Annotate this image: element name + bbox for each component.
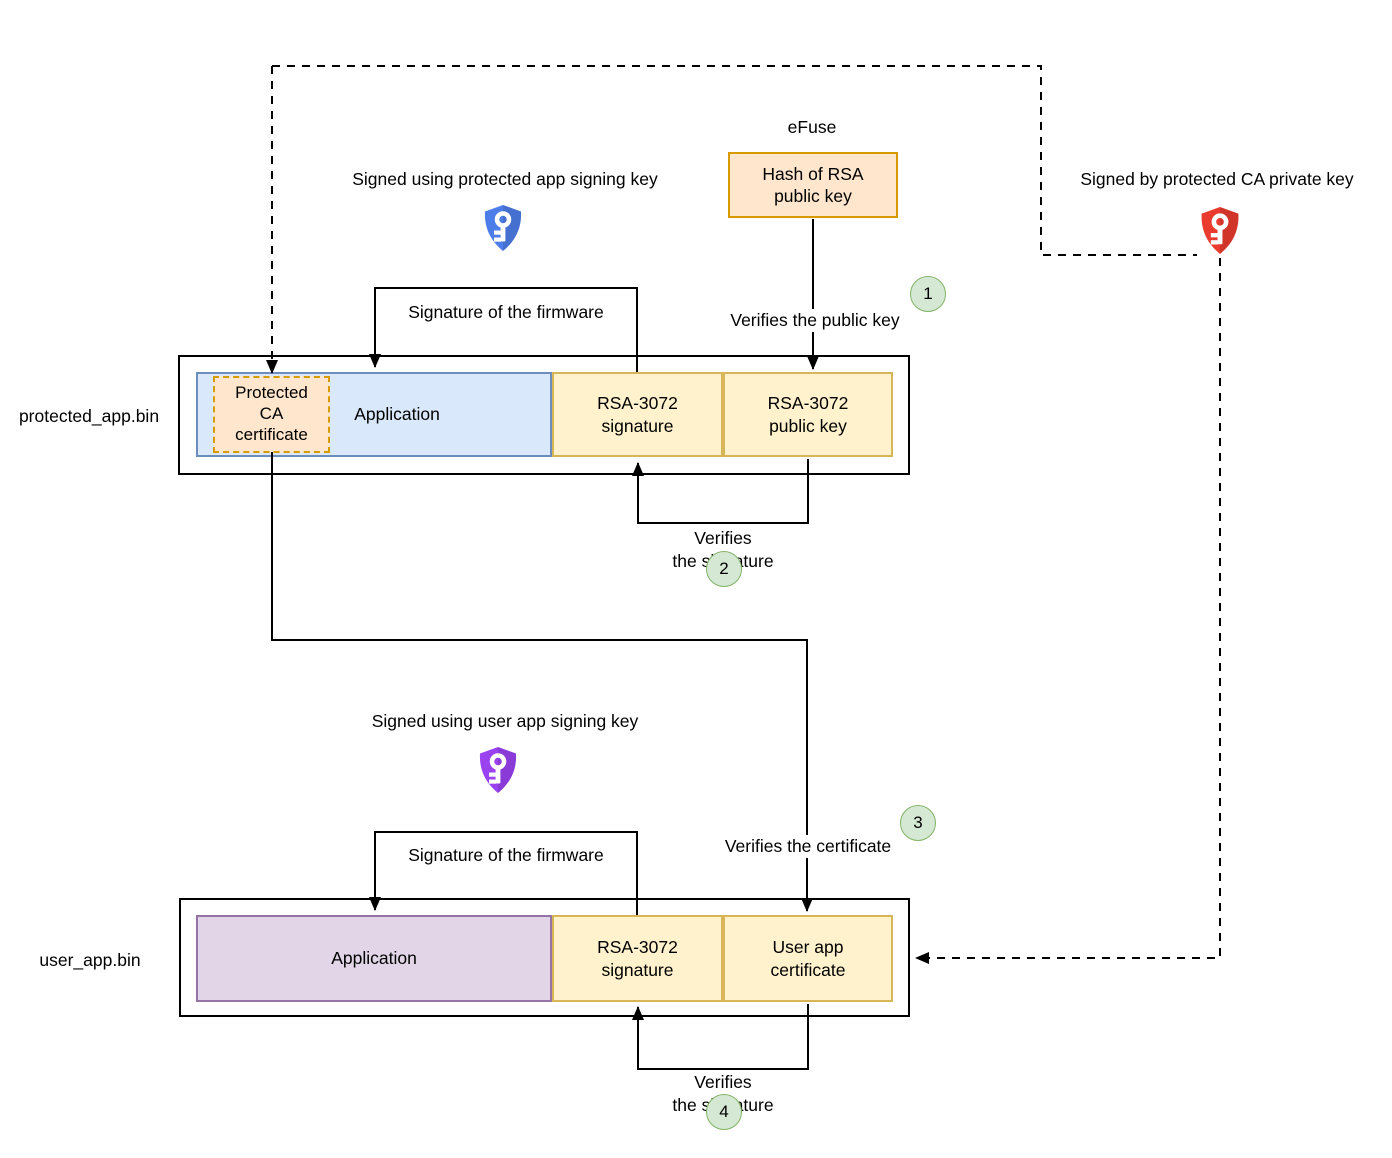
protected-rsa-signature-box: RSA-3072 signature bbox=[552, 372, 723, 457]
signature-of-firmware-user-label: Signature of the firmware bbox=[386, 821, 626, 867]
user-application-box: Application bbox=[196, 915, 552, 1002]
signed-using-user-key-label: Signed using user app signing key bbox=[371, 711, 639, 731]
step-badge-4: 4 bbox=[706, 1094, 742, 1130]
signed-using-protected-key-label: Signed using protected app signing key bbox=[352, 169, 658, 189]
step-badge-3: 3 bbox=[900, 805, 936, 841]
user-rsa-signature-box: RSA-3072 signature bbox=[552, 915, 723, 1002]
protected-app-bin-label: protected_app.bin bbox=[18, 406, 160, 426]
shield-key-icon-purple bbox=[479, 747, 517, 793]
signature-of-firmware-protected-label: Signature of the firmware bbox=[386, 278, 626, 324]
user-app-bin-label: user_app.bin bbox=[39, 950, 141, 970]
signed-by-ca-private-key-label: Signed by protected CA private key bbox=[1080, 169, 1354, 189]
protected-rsa-public-key-box: RSA-3072 public key bbox=[723, 372, 893, 457]
verifies-certificate-label: Verifies the certificate bbox=[688, 812, 928, 858]
efuse-title: eFuse bbox=[787, 117, 837, 137]
verifies-public-key-label: Verifies the public key bbox=[695, 286, 935, 332]
user-app-certificate-box: User app certificate bbox=[723, 915, 893, 1002]
protected-ca-certificate-box: Protected CA certificate bbox=[213, 376, 330, 453]
step-badge-1: 1 bbox=[910, 276, 946, 312]
step-badge-2: 2 bbox=[706, 551, 742, 587]
dashed-line-shield-to-user-certificate bbox=[915, 258, 1221, 964]
efuse-hash-box: Hash of RSA public key bbox=[728, 152, 898, 218]
shield-key-icon-blue bbox=[484, 205, 522, 251]
shield-key-icon-red bbox=[1201, 207, 1239, 254]
